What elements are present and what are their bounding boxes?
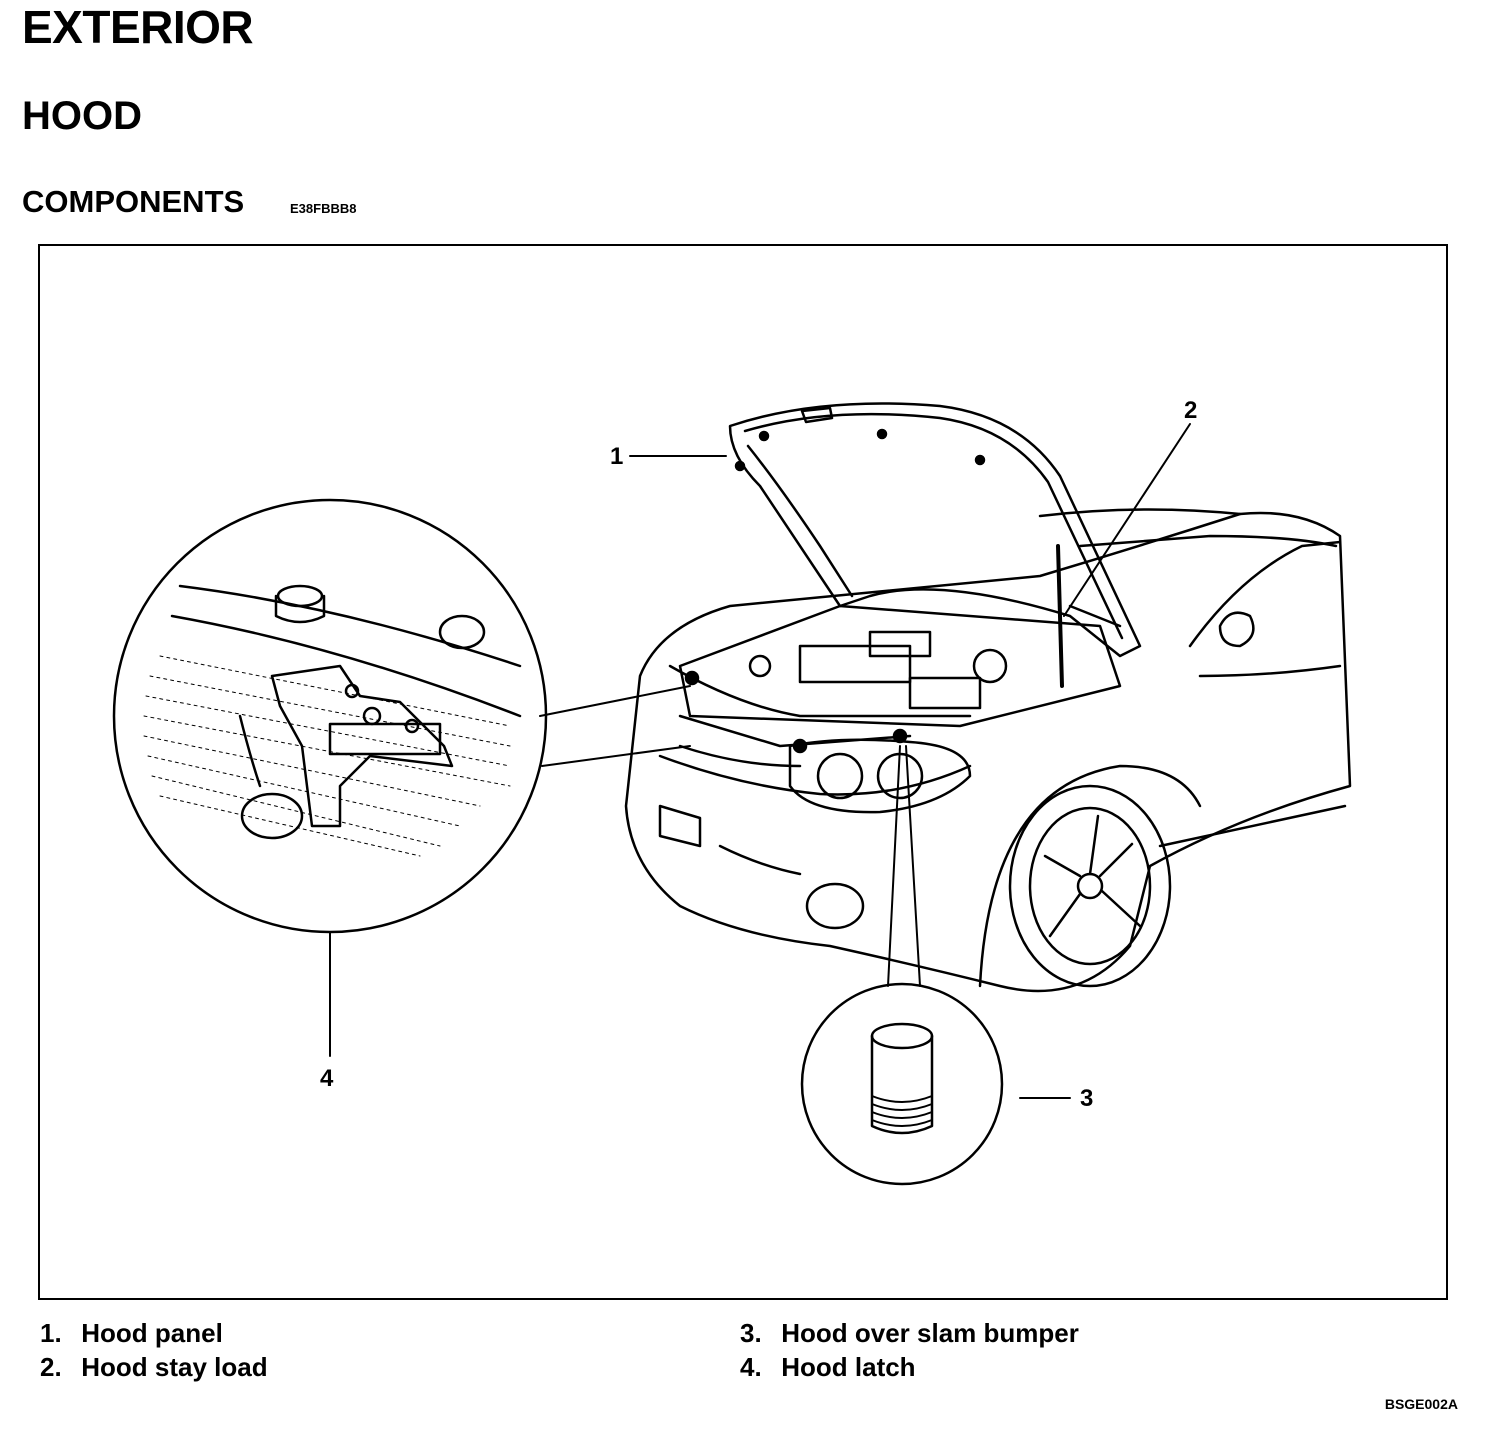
legend-item-1: 1. Hood panel xyxy=(40,1318,223,1349)
components-figure: 1 2 3 4 xyxy=(38,244,1448,1300)
bumper-detail xyxy=(800,982,1004,1186)
leader-lines xyxy=(329,423,1191,1099)
callout-3: 3 xyxy=(1080,1085,1093,1112)
legend-item-4: 4. Hood latch xyxy=(740,1352,916,1383)
doc-code: E38FBBB8 xyxy=(290,201,357,216)
legend-label: Hood stay load xyxy=(81,1352,268,1382)
legend-number: 3. xyxy=(740,1318,762,1348)
callout-4: 4 xyxy=(320,1065,334,1092)
legend-label: Hood latch xyxy=(781,1352,916,1382)
hood-panel xyxy=(728,402,1142,658)
callout-2: 2 xyxy=(1184,397,1197,424)
components-heading: COMPONENTS xyxy=(22,184,245,219)
legend-number: 2. xyxy=(40,1352,62,1382)
hood-stay-rod xyxy=(1056,544,1122,688)
figure-code: BSGE002A xyxy=(1384,1396,1458,1412)
legend-item-3: 3. Hood over slam bumper xyxy=(740,1318,1079,1349)
section-title: EXTERIOR xyxy=(22,1,254,53)
engine-bay xyxy=(678,604,1122,768)
legend-label: Hood panel xyxy=(81,1318,223,1348)
callout-1: 1 xyxy=(610,443,623,470)
hood-illustration: 1 2 3 4 xyxy=(112,397,1352,1186)
legend-label: Hood over slam bumper xyxy=(781,1318,1079,1348)
latch-detail xyxy=(112,498,548,934)
legend-number: 1. xyxy=(40,1318,62,1348)
subsection-title: HOOD xyxy=(22,94,142,138)
legend-number: 4. xyxy=(740,1352,762,1382)
car-body xyxy=(624,508,1352,993)
legend-item-2: 2. Hood stay load xyxy=(40,1352,268,1383)
